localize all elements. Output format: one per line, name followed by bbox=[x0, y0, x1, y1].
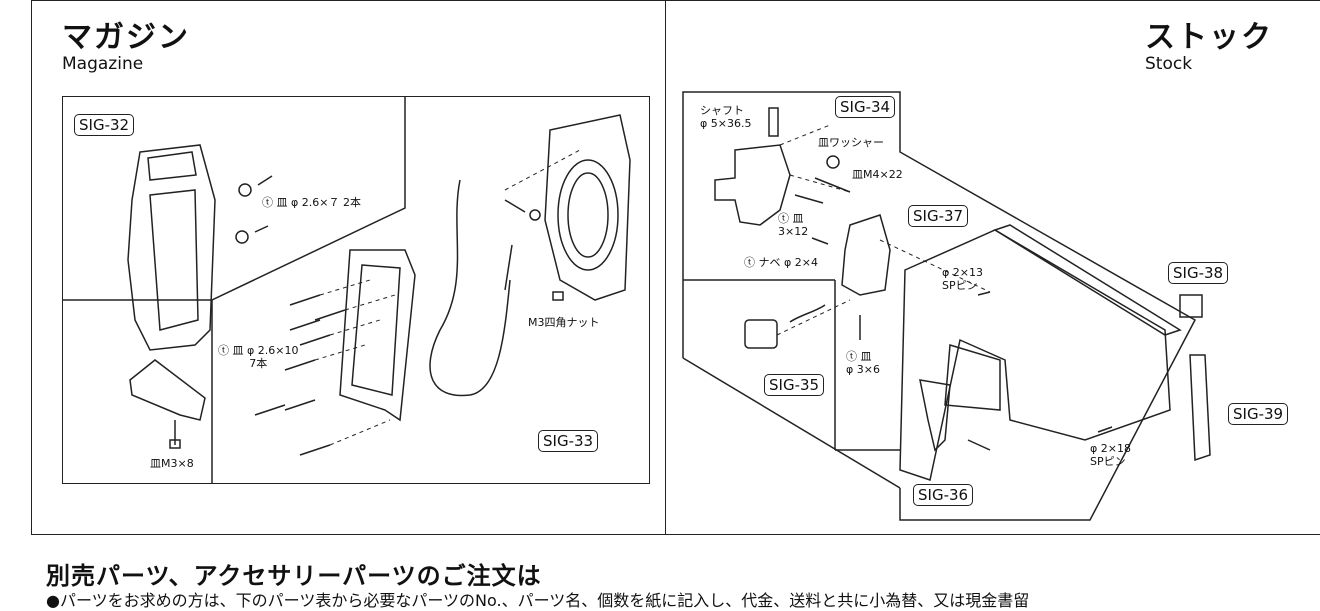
section-divider bbox=[665, 0, 666, 535]
magazine-title-en: Magazine bbox=[62, 54, 144, 74]
label-nabe: ⓣ ナベ φ 2×4 bbox=[744, 256, 818, 269]
label-shaft: シャフト φ 5×36.5 bbox=[700, 104, 752, 130]
outer-frame bbox=[31, 0, 1320, 535]
stock-header: ストック Stock bbox=[1145, 20, 1273, 75]
magazine-header: マガジン Magazine bbox=[62, 20, 190, 75]
label-washer: 皿ワッシャー bbox=[818, 136, 884, 149]
order-instructions: ●パーツをお求めの方は、下のパーツ表から必要なパーツのNo.、パーツ名、個数を紙… bbox=[46, 591, 1030, 610]
tag-sig-37: SIG-37 bbox=[908, 205, 969, 227]
tag-sig-38: SIG-38 bbox=[1168, 262, 1229, 284]
order-heading: 別売パーツ、アクセサリーパーツのご注文は bbox=[46, 562, 542, 590]
magazine-diagram-box bbox=[62, 96, 650, 484]
label-ta-3x6: ⓣ 皿 φ 3×6 bbox=[846, 350, 880, 376]
label-m4: 皿M4×22 bbox=[852, 168, 903, 181]
magazine-title-ja: マガジン bbox=[62, 20, 190, 55]
label-screw-c: 皿M3×8 bbox=[150, 457, 194, 470]
stock-title-ja: ストック bbox=[1145, 20, 1273, 55]
tag-sig-39: SIG-39 bbox=[1228, 403, 1289, 425]
tag-sig-36: SIG-36 bbox=[913, 484, 974, 506]
tag-sig-35: SIG-35 bbox=[764, 374, 825, 396]
label-ta-3x12: ⓣ 皿 3×12 bbox=[778, 212, 809, 238]
tag-sig-33: SIG-33 bbox=[538, 430, 599, 452]
label-screw-b: ⓣ 皿 φ 2.6×10 7本 bbox=[218, 344, 299, 370]
tag-sig-32: SIG-32 bbox=[74, 114, 135, 136]
label-nut: M3四角ナット bbox=[528, 316, 600, 329]
label-pin-18: φ 2×18 SPピン bbox=[1090, 442, 1131, 468]
tag-sig-34: SIG-34 bbox=[835, 96, 896, 118]
label-pin-13: φ 2×13 SPピン bbox=[942, 266, 983, 292]
stock-title-en: Stock bbox=[1145, 54, 1193, 74]
label-screw-a: ⓣ 皿 φ 2.6×７ 2本 bbox=[262, 196, 361, 209]
